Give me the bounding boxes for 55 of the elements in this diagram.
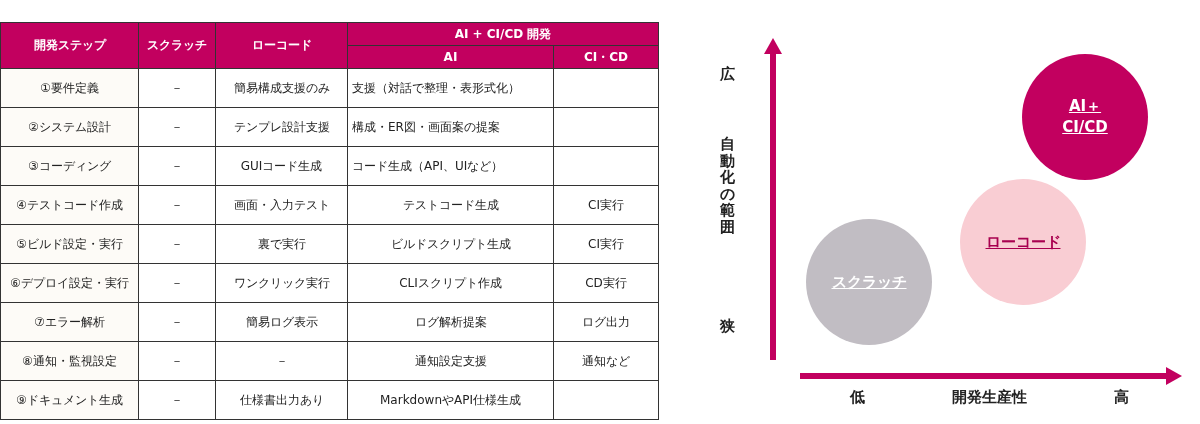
table-cell: MarkdownやAPI仕様生成: [347, 380, 554, 420]
table-cell: 通知設定支援: [347, 341, 554, 381]
table-cell: 簡易構成支援のみ: [215, 68, 348, 108]
table-cell: ログ出力: [553, 302, 659, 342]
table-cell: ①要件定義: [0, 68, 139, 108]
table-cell: ワンクリック実行: [215, 263, 348, 303]
axis-label: 開発生産性: [952, 389, 1027, 406]
axis-label: 高: [1114, 389, 1129, 406]
axis-label: 狭: [720, 318, 735, 335]
column-header: 開発ステップ: [0, 22, 139, 69]
table-cell: 支援（対話で整理・表形式化）: [347, 68, 554, 108]
table-cell: －: [138, 146, 216, 186]
table-cell: テンプレ設計支援: [215, 107, 348, 147]
circle-label: AI＋ CI/CD: [1061, 96, 1109, 138]
table-cell: 裏で実行: [215, 224, 348, 264]
circle-label: スクラッチ: [830, 271, 908, 293]
table-cell: －: [138, 263, 216, 303]
table-cell: 画面・入力テスト: [215, 185, 348, 225]
table-cell: ③コーディング: [0, 146, 139, 186]
column-header: AI + CI/CD 開発: [347, 22, 659, 46]
column-header: ローコード: [215, 22, 348, 69]
table-cell: 構成・ER図・画面案の提案: [347, 107, 554, 147]
axis-label: 低: [850, 389, 865, 406]
table-cell: －: [138, 380, 216, 420]
table-cell: 仕様書出力あり: [215, 380, 348, 420]
column-header: スクラッチ: [138, 22, 216, 69]
table-cell: －: [138, 68, 216, 108]
table-cell: ⑧通知・監視設定: [0, 341, 139, 381]
table-cell: CI実行: [553, 185, 659, 225]
table-cell: 簡易ログ表示: [215, 302, 348, 342]
table-cell: －: [138, 224, 216, 264]
table-cell: ⑤ビルド設定・実行: [0, 224, 139, 264]
table-cell: ⑦エラー解析: [0, 302, 139, 342]
table-cell: －: [138, 107, 216, 147]
table-cell: テストコード生成: [347, 185, 554, 225]
table-cell: ビルドスクリプト生成: [347, 224, 554, 264]
table-cell: ②システム設計: [0, 107, 139, 147]
table-cell: ⑥デプロイ設定・実行: [0, 263, 139, 303]
table-cell: CI実行: [553, 224, 659, 264]
axis-label: 広: [720, 66, 735, 83]
table-cell: CLIスクリプト作成: [347, 263, 554, 303]
circle-label: ローコード: [984, 231, 1062, 253]
table-cell: －: [138, 341, 216, 381]
table-cell: ⑨ドキュメント生成: [0, 380, 139, 420]
table-cell: ログ解析提案: [347, 302, 554, 342]
table-cell: ④テストコード作成: [0, 185, 139, 225]
table-cell: －: [138, 302, 216, 342]
table-cell: 通知など: [553, 341, 659, 381]
table-cell: －: [215, 341, 348, 381]
table-cell: コード生成（API、UIなど）: [347, 146, 554, 186]
column-header: AI: [347, 45, 554, 69]
table-cell: －: [138, 185, 216, 225]
table-cell: CD実行: [553, 263, 659, 303]
table-cell: GUIコード生成: [215, 146, 348, 186]
axis-label: 自動化の範囲: [720, 136, 735, 235]
